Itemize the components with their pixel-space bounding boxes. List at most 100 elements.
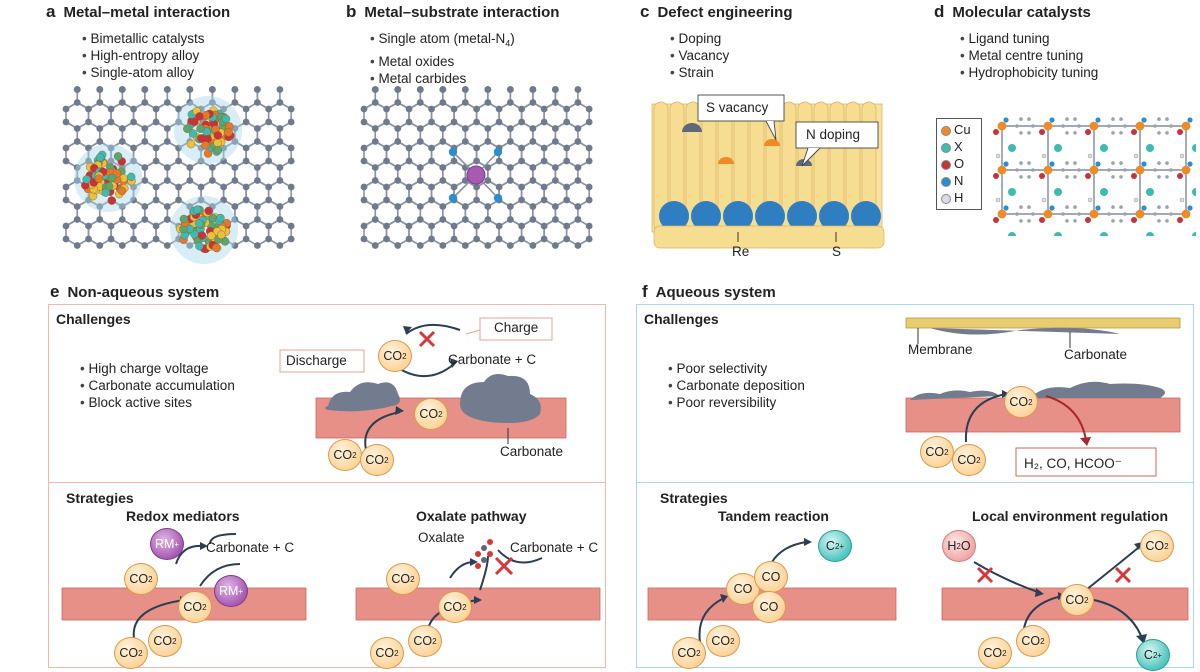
- non-aqueous-box: [48, 304, 606, 668]
- cross-icon: [418, 330, 436, 348]
- n-doping-label: N doping: [806, 127, 861, 142]
- cross-icon: [976, 566, 994, 584]
- legend-swatch: [941, 193, 951, 204]
- products-box: [1015, 447, 1157, 477]
- single-atom-site: [448, 147, 503, 203]
- lattice-atoms: [360, 86, 593, 249]
- e-challenge: Carbonate accumulation: [80, 377, 234, 394]
- f-challenge: Poor selectivity: [668, 360, 805, 377]
- products-label: H₂, CO, HCOO⁻: [1024, 456, 1122, 471]
- legend-swatch: [941, 159, 951, 170]
- dopant-site: [718, 157, 734, 164]
- tandem-title: Tandem reaction: [718, 508, 829, 524]
- dopant-site: [764, 139, 780, 146]
- re-label: Re: [732, 244, 750, 259]
- carbonate-c-label: Carbonate + C: [510, 540, 599, 555]
- arrow: [698, 597, 725, 643]
- panel-d-bullet: Ligand tuning: [960, 30, 1098, 47]
- nanoparticle-cluster: [170, 196, 238, 264]
- vacancy-site: [682, 123, 702, 132]
- oxalate-pathway-title: Oxalate pathway: [416, 508, 527, 524]
- arrow: [199, 563, 241, 587]
- e-challenge: High charge voltage: [80, 360, 235, 377]
- legend-swatch: [941, 125, 951, 136]
- panel-b-bullet: Single atom (metal-N4): [370, 30, 514, 53]
- framework-bonds: [1001, 125, 1187, 215]
- arrow: [1093, 599, 1143, 639]
- rhenium-atoms: [659, 201, 881, 231]
- f-challenge-list: Poor selectivity Carbonate deposition Po…: [668, 360, 805, 411]
- cross-icon: [1114, 566, 1132, 584]
- redox-mediators-title: Redox mediators: [126, 508, 240, 524]
- membrane: [905, 317, 1181, 329]
- charge-box: [479, 317, 553, 341]
- panel-d-bullet: Hydrophobicity tuning: [960, 64, 1098, 81]
- legend-label: H: [954, 190, 964, 205]
- arrow: [1085, 547, 1139, 591]
- carbonate-deposit: [460, 374, 541, 423]
- rm-mediator: RM+: [150, 528, 184, 560]
- legend-label: N: [954, 173, 964, 188]
- panel-c-bullet: Vacancy: [670, 47, 729, 64]
- legend-label: O: [954, 156, 965, 171]
- discharge-box: [279, 349, 365, 373]
- graphene-lattice-single-atom: [360, 86, 593, 249]
- carbonate-deposit: [1030, 381, 1165, 398]
- carbonate-label: Carbonate: [500, 444, 564, 459]
- arrow: [479, 555, 489, 591]
- e-strategies-title: Strategies: [66, 490, 134, 506]
- panel-b-bullets: Single atom (metal-N4) Metal oxides Meta…: [370, 30, 514, 87]
- legend-item: X: [941, 139, 963, 154]
- e-challenge-list: High charge voltage Carbonate accumulati…: [80, 360, 235, 411]
- arrow: [132, 599, 185, 639]
- f-strategies-title: Strategies: [660, 490, 728, 506]
- legend-item: H: [941, 190, 963, 205]
- co-molecule: CO: [752, 591, 786, 623]
- arrow: [364, 411, 401, 451]
- doping-callout: [795, 121, 879, 167]
- vacancy-callout: [697, 94, 785, 141]
- panel-d-bullets: Ligand tuning Metal centre tuning Hydrop…: [960, 30, 1098, 81]
- membrane-label: Membrane: [908, 342, 973, 357]
- f-challenge: Carbonate deposition: [668, 377, 804, 394]
- oxalate-molecule: [475, 539, 493, 569]
- f-challenge-scheme: [905, 317, 1181, 477]
- charge-label: Charge: [494, 320, 539, 335]
- panel-c-bullets: Doping Vacancy Strain: [670, 30, 729, 81]
- legend-item: Cu: [941, 122, 971, 137]
- rm-mediator: RM+: [214, 575, 248, 607]
- arrow: [497, 549, 543, 564]
- arrow: [964, 393, 1007, 443]
- e-challenges-title: Challenges: [56, 311, 131, 327]
- carbonate-deposit: [325, 382, 400, 412]
- cross-icon: [494, 556, 514, 576]
- framework-atoms: [993, 117, 1196, 236]
- arrow: [973, 561, 1039, 593]
- carbonate-label: Carbonate: [1064, 347, 1128, 362]
- local-env-title: Local environment regulation: [972, 508, 1169, 524]
- carbonate-c-label: Carbonate + C: [206, 540, 295, 555]
